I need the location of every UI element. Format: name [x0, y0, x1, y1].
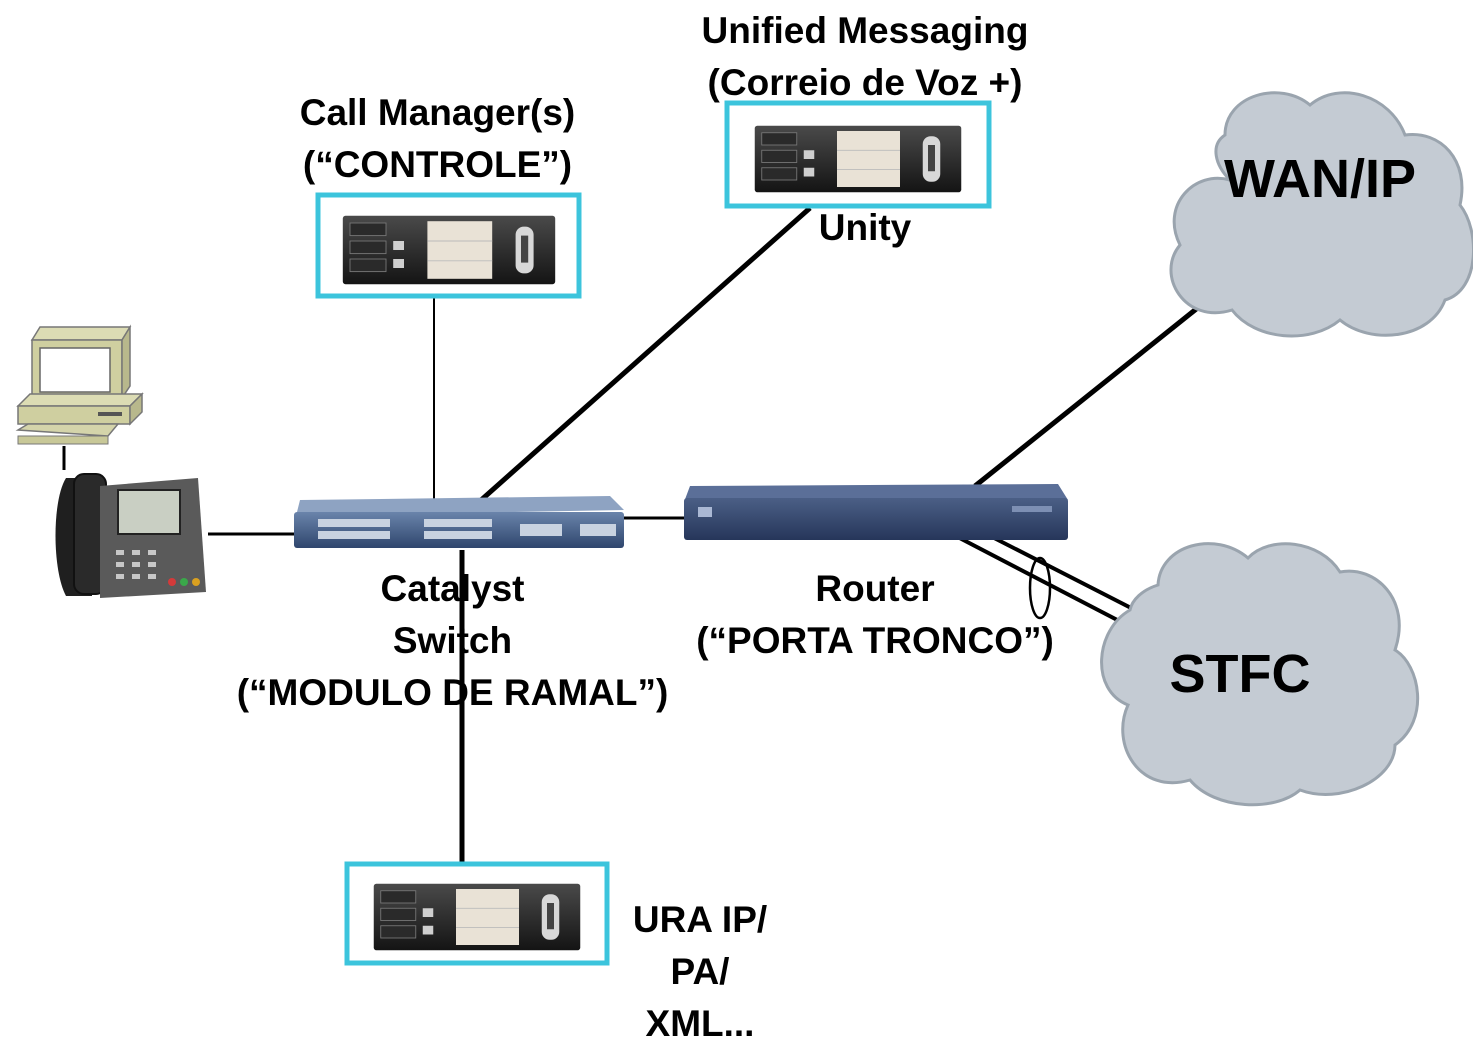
- stfc-label: STFC: [1169, 644, 1311, 704]
- connections: [62, 206, 1222, 862]
- workstation-computer-icon: [15, 324, 144, 445]
- unity-server-icon: [724, 100, 992, 209]
- catalyst-switch-icon: [294, 496, 624, 548]
- ura-server-icon: [344, 861, 610, 966]
- ura-label: URA IP/ PA/ XML...: [632, 899, 768, 1044]
- wan-ip-cloud-icon: [1169, 91, 1473, 338]
- unified-messaging-label: Unified Messaging (Correio de Voz +): [701, 10, 1029, 103]
- call-manager-server-icon: [315, 192, 582, 299]
- router-label: Router (“PORTA TRONCO”): [696, 568, 1054, 661]
- stfc-cloud-icon: [1100, 542, 1419, 807]
- catalyst-switch-label: Catalyst Switch (“MODULO DE RAMAL”): [236, 568, 669, 713]
- unity-label: Unity: [818, 207, 912, 248]
- link-unity-switch: [460, 206, 812, 519]
- call-manager-label: Call Manager(s) (“CONTROLE”): [299, 92, 576, 185]
- ip-phone-icon: [55, 473, 206, 598]
- trunk-bundle-marker: [1028, 556, 1052, 620]
- wan-ip-label: WAN/IP: [1223, 149, 1416, 209]
- link-router-wan: [973, 288, 1222, 488]
- router-icon: [684, 484, 1068, 540]
